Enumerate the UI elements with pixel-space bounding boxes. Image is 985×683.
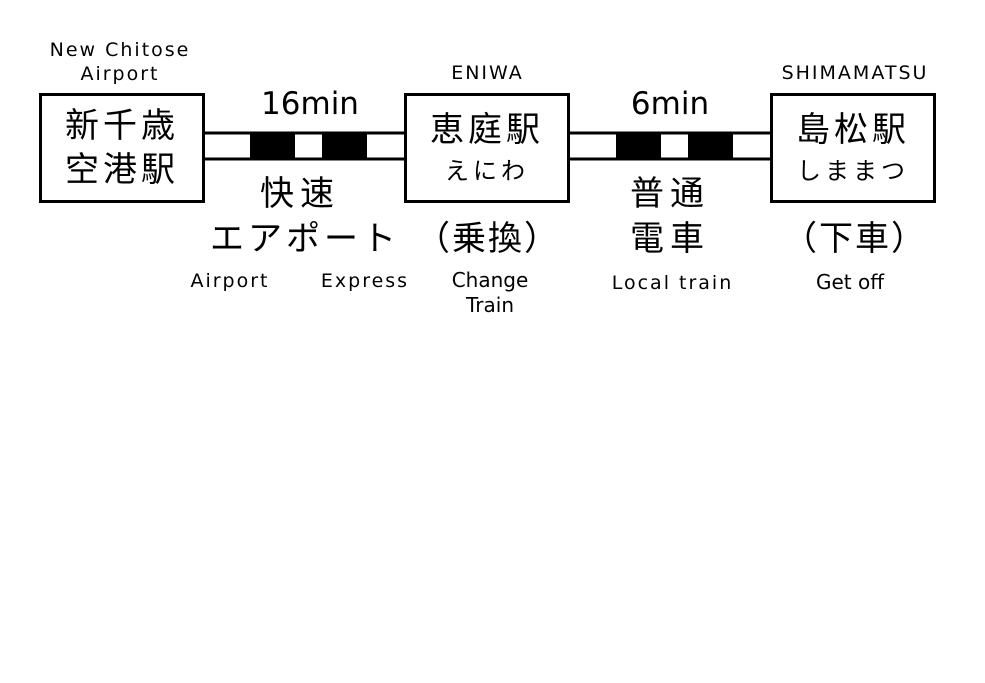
station-box-eniwa: 恵庭駅 えにわ (404, 93, 570, 203)
get-off-en: Get off (815, 270, 885, 294)
track-block (250, 133, 295, 159)
station-kanji-line-2: 空港駅 (65, 150, 179, 190)
track-block (616, 133, 661, 159)
segment-duration: 16min (261, 86, 359, 122)
get-off-jp: （下車） (783, 219, 927, 259)
service-name-en-left: Airport (190, 270, 270, 292)
station-box-new-chitose: 新千歳 空港駅 (39, 93, 205, 203)
station-kanji: 島松駅 (796, 110, 910, 150)
change-train-en: Change Train (420, 268, 560, 318)
station-english-line-1: New Chitose (49, 39, 191, 61)
track-block (322, 133, 367, 159)
station-english-name: ENIWA (451, 62, 524, 84)
service-name-jp-line-2: 電車 (630, 219, 710, 259)
track-segment-1 (204, 131, 405, 161)
station-english-name: SHIMAMATSU (781, 62, 929, 84)
change-train-en-line-1: Change (451, 268, 529, 292)
service-name-en: Local train (611, 272, 734, 294)
station-kanji: 恵庭駅 (430, 110, 544, 150)
station-english-name: New Chitose Airport (20, 38, 220, 86)
service-name-jp-line-1: 普通 (630, 174, 710, 214)
track-segment-2 (569, 131, 771, 161)
station-english-line-2: Airport (80, 63, 160, 85)
service-name-jp-line-1: 快速 (260, 174, 340, 214)
station-kana: しままつ (797, 157, 909, 185)
station-kana: えにわ (445, 157, 529, 185)
change-train-en-line-2: Train (466, 293, 514, 317)
station-kanji-line-1: 新千歳 (65, 106, 179, 146)
service-name-en-right: Express (320, 270, 410, 292)
station-box-shimamatsu: 島松駅 しままつ (770, 93, 936, 203)
track-block (688, 133, 733, 159)
change-train-jp: （乗換） (416, 219, 560, 259)
service-name-jp-line-2: エアポート (210, 219, 400, 259)
segment-duration: 6min (630, 86, 710, 122)
